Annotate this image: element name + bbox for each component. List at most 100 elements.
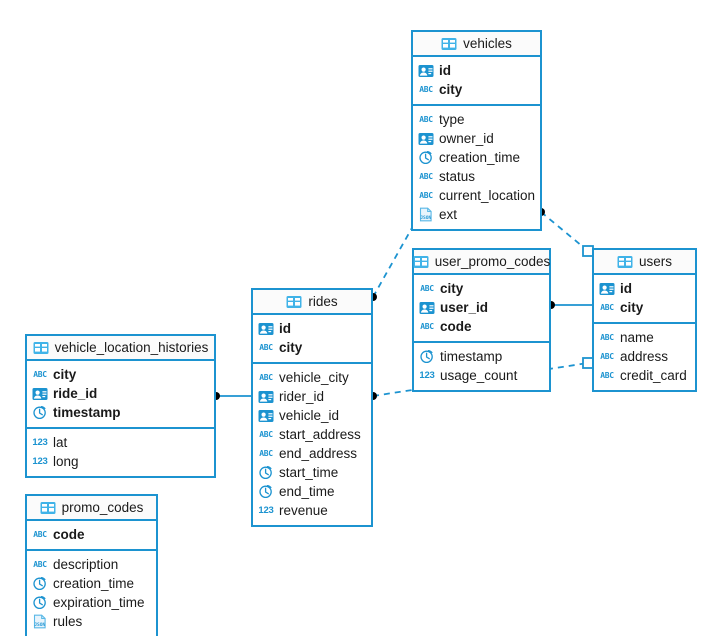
column-row[interactable]: vehicle_id — [253, 406, 371, 425]
column-row[interactable]: user_id — [414, 298, 549, 317]
abc-icon: ABC — [419, 114, 433, 124]
column-label: status — [439, 169, 476, 184]
column-row[interactable]: ABC city — [414, 279, 549, 298]
abc-icon: ABC — [259, 429, 273, 439]
abc-icon: ABC — [420, 283, 434, 293]
relationship-vehicle_location_histories-to-rides[interactable] — [212, 392, 251, 400]
column-label: owner_id — [439, 131, 494, 146]
column-label: creation_time — [439, 150, 521, 165]
column-label: lat — [53, 435, 68, 450]
column-label: current_location — [439, 188, 536, 203]
table-icon — [413, 254, 429, 270]
table-icon — [617, 254, 633, 270]
column-row[interactable]: JSON rules — [27, 612, 156, 631]
column-row[interactable]: end_time — [253, 482, 371, 501]
key-id-icon — [419, 300, 435, 316]
svg-text:JSON: JSON — [34, 622, 45, 628]
key-id-icon — [418, 131, 434, 147]
table-header-vehicles[interactable]: vehicles — [413, 32, 540, 57]
table-header-promo_codes[interactable]: promo_codes — [27, 496, 156, 521]
column-row[interactable]: expiration_time — [27, 593, 156, 612]
column-label: city — [440, 281, 464, 296]
column-row[interactable]: ABC type — [413, 110, 540, 129]
column-label: expiration_time — [53, 595, 145, 610]
column-row[interactable]: id — [253, 319, 371, 338]
column-label: id — [279, 321, 291, 336]
column-label: type — [439, 112, 465, 127]
table-name-label: users — [638, 254, 672, 269]
clock-icon — [418, 150, 434, 166]
relationship-user_promo_codes-to-users[interactable] — [547, 301, 592, 309]
column-label: end_address — [279, 446, 358, 461]
column-label: rules — [53, 614, 83, 629]
column-label: timestamp — [53, 405, 121, 420]
column-row[interactable]: rider_id — [253, 387, 371, 406]
column-row[interactable]: id — [413, 61, 540, 80]
abc-icon: ABC — [600, 370, 614, 380]
column-label: long — [53, 454, 79, 469]
table-header-user_promo_codes[interactable]: user_promo_codes — [413, 250, 550, 275]
column-label: start_address — [279, 427, 361, 442]
column-row[interactable]: ABC start_address — [253, 425, 371, 444]
column-row[interactable]: creation_time — [413, 148, 540, 167]
json-icon: JSON — [32, 614, 48, 630]
table-icon — [33, 340, 49, 356]
key-id-icon — [599, 281, 615, 297]
column-row[interactable]: timestamp — [414, 347, 549, 366]
abc-icon: ABC — [33, 369, 47, 379]
table-header-rides[interactable]: rides — [253, 290, 371, 315]
column-row[interactable]: owner_id — [413, 129, 540, 148]
column-row[interactable]: start_time — [253, 463, 371, 482]
column-row[interactable]: ride_id — [27, 384, 214, 403]
column-label: code — [440, 319, 472, 334]
column-label: description — [53, 557, 119, 572]
column-label: city — [439, 82, 463, 97]
number-icon: 123 — [258, 504, 274, 516]
table-header-users[interactable]: users — [594, 250, 695, 275]
column-row[interactable]: creation_time — [27, 574, 156, 593]
abc-icon: ABC — [259, 372, 273, 382]
key-id-icon — [258, 408, 274, 424]
column-label: vehicle_id — [279, 408, 340, 423]
column-row[interactable]: id — [594, 279, 695, 298]
table-icon — [40, 500, 56, 516]
column-label: usage_count — [440, 368, 518, 383]
clock-icon — [258, 484, 274, 500]
column-label: id — [620, 281, 632, 296]
column-row[interactable]: timestamp — [27, 403, 214, 422]
table-name-label: vehicle_location_histories — [54, 340, 209, 355]
table-header-vehicle_location_histories[interactable]: vehicle_location_histories — [27, 336, 214, 361]
